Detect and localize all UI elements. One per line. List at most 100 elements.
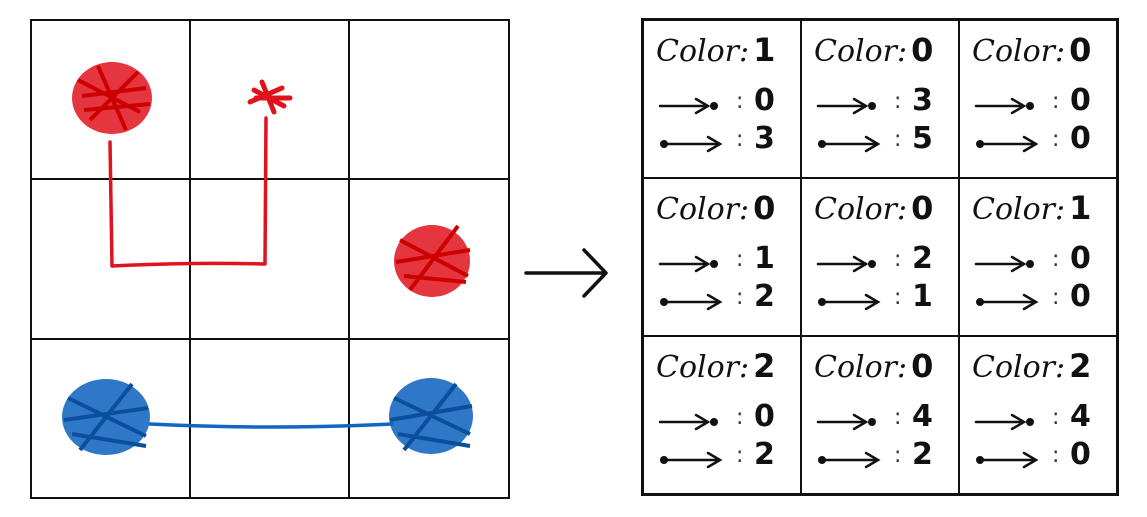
color-value: 0 (1069, 31, 1092, 69)
color-line: Color:0 (814, 189, 933, 227)
color-value: 0 (911, 347, 934, 385)
in-count-value: 0 (1070, 241, 1091, 276)
separator-colon: : (1052, 247, 1060, 272)
color-line: Color:0 (814, 347, 933, 385)
color-line: Color:0 (814, 31, 933, 69)
red-connection-line (108, 116, 268, 268)
blue-node-left (62, 379, 150, 455)
in-count-row: :0 (974, 241, 1100, 277)
in-count-value: 4 (912, 399, 933, 434)
red-node-top-left (72, 62, 152, 134)
info-cell: Color:2:4:0 (959, 336, 1117, 494)
separator-colon: : (736, 285, 744, 310)
left-grid-board (30, 19, 510, 499)
in-count-row: :0 (658, 83, 784, 119)
out-count-value: 0 (1070, 121, 1091, 156)
out-count-row: :2 (816, 437, 942, 473)
in-count-value: 2 (912, 241, 933, 276)
color-label: Color: (814, 34, 908, 69)
board-grid-lines (30, 19, 510, 499)
info-cell: Color:1:0:0 (959, 178, 1117, 336)
out-count-value: 2 (912, 437, 933, 472)
color-label: Color: (972, 34, 1066, 69)
out-count-value: 5 (912, 121, 933, 156)
out-count-row: :1 (816, 279, 942, 315)
out-count-value: 0 (1070, 437, 1091, 472)
color-value: 0 (753, 189, 776, 227)
separator-colon: : (736, 247, 744, 272)
in-count-row: :4 (816, 399, 942, 435)
in-count-value: 0 (1070, 83, 1091, 118)
color-value: 0 (911, 31, 934, 69)
in-count-row: :0 (974, 83, 1100, 119)
info-cell: Color:1:0:3 (643, 20, 801, 178)
color-value: 0 (911, 189, 934, 227)
color-value: 1 (1069, 189, 1092, 227)
separator-colon: : (1052, 127, 1060, 152)
color-label: Color: (656, 192, 750, 227)
out-count-row: :0 (974, 121, 1100, 157)
in-count-value: 0 (754, 399, 775, 434)
color-line: Color:1 (656, 31, 775, 69)
separator-colon: : (1052, 405, 1060, 430)
out-count-row: :2 (658, 437, 784, 473)
in-count-row: :0 (658, 399, 784, 435)
color-line: Color:2 (972, 347, 1091, 385)
in-count-value: 3 (912, 83, 933, 118)
out-count-value: 1 (912, 279, 933, 314)
color-value: 2 (1069, 347, 1092, 385)
blue-connection-line (148, 422, 394, 429)
out-count-value: 0 (1070, 279, 1091, 314)
color-label: Color: (656, 350, 750, 385)
right-arrow-icon (524, 248, 608, 298)
red-node-right (394, 224, 471, 297)
out-count-value: 3 (754, 121, 775, 156)
red-marker-small (247, 79, 293, 115)
separator-colon: : (736, 405, 744, 430)
separator-colon: : (894, 443, 902, 468)
in-count-value: 4 (1070, 399, 1091, 434)
in-count-row: :3 (816, 83, 942, 119)
separator-colon: : (894, 127, 902, 152)
out-count-row: :5 (816, 121, 942, 157)
separator-colon: : (894, 89, 902, 114)
separator-colon: : (1052, 443, 1060, 468)
separator-colon: : (736, 443, 744, 468)
color-line: Color:0 (972, 31, 1091, 69)
out-count-value: 2 (754, 279, 775, 314)
info-cell: Color:0:2:1 (801, 178, 959, 336)
out-count-row: :0 (974, 279, 1100, 315)
separator-colon: : (1052, 285, 1060, 310)
in-count-row: :2 (816, 241, 942, 277)
separator-colon: : (736, 127, 744, 152)
color-line: Color:1 (972, 189, 1091, 227)
info-cell: Color:2:0:2 (643, 336, 801, 494)
info-cell: Color:0:3:5 (801, 20, 959, 178)
separator-colon: : (1052, 89, 1060, 114)
separator-colon: : (894, 405, 902, 430)
separator-colon: : (894, 247, 902, 272)
in-count-row: :1 (658, 241, 784, 277)
in-count-value: 1 (754, 241, 775, 276)
color-label: Color: (814, 350, 908, 385)
out-count-row: :0 (974, 437, 1100, 473)
color-label: Color: (656, 34, 750, 69)
color-label: Color: (814, 192, 908, 227)
color-line: Color:0 (656, 189, 775, 227)
out-count-row: :2 (658, 279, 784, 315)
blue-node-right (389, 378, 473, 454)
out-count-value: 2 (754, 437, 775, 472)
info-cell: Color:0:0:0 (959, 20, 1117, 178)
color-label: Color: (972, 350, 1066, 385)
info-cell: Color:0:1:2 (643, 178, 801, 336)
in-count-row: :4 (974, 399, 1100, 435)
color-label: Color: (972, 192, 1066, 227)
separator-colon: : (736, 89, 744, 114)
color-value: 1 (753, 31, 776, 69)
color-value: 2 (753, 347, 776, 385)
separator-colon: : (894, 285, 902, 310)
color-line: Color:2 (656, 347, 775, 385)
info-cell: Color:0:4:2 (801, 336, 959, 494)
in-count-value: 0 (754, 83, 775, 118)
